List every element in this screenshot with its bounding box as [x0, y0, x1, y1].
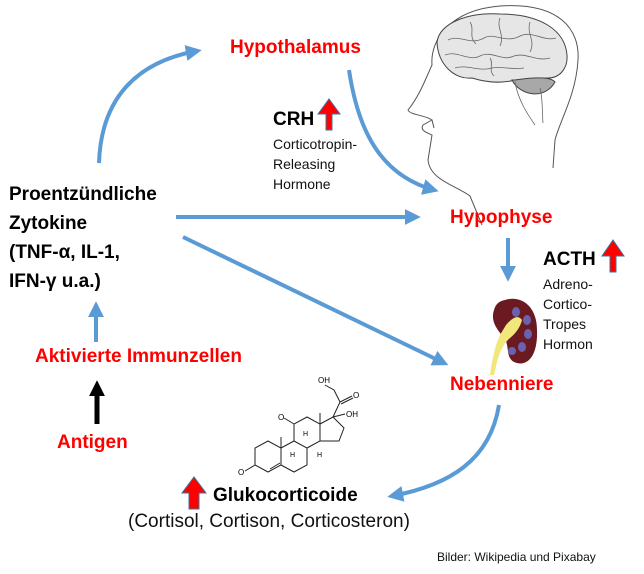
node-antigen: Antigen	[57, 432, 128, 453]
glukocorticoide-examples: (Cortisol, Cortison, Corticosteron)	[128, 511, 410, 532]
node-aktivierte-immunzellen: Aktivierte Immunzellen	[35, 346, 242, 367]
cytokines-line-1: Proentzündliche	[9, 184, 157, 205]
crh-line-1: Corticotropin-	[273, 136, 358, 152]
acth-line-4: Hormon	[543, 336, 593, 352]
acth-up-arrow-icon	[601, 239, 625, 273]
image-credit: Bilder: Wikipedia und Pixabay	[437, 550, 596, 564]
arrow-hypothalamus-to-hypophyse	[347, 69, 439, 195]
cytokines-line-3: (TNF-α, IL-1,	[9, 242, 120, 263]
node-hypophyse: Hypophyse	[450, 207, 553, 228]
crh-abbr: CRH	[273, 109, 315, 130]
crh-up-arrow-icon	[317, 98, 341, 131]
acth-line-3: Tropes	[543, 316, 587, 332]
crh-description: Corticotropin- Releasing Hormone	[273, 134, 357, 194]
brain-icon	[436, 13, 568, 126]
molecule-o-left: O	[238, 468, 245, 477]
acth-abbr: ACTH	[543, 249, 596, 270]
cytokines-line-4: IFN-γ u.a.)	[9, 271, 101, 292]
node-hypothalamus: Hypothalamus	[230, 37, 361, 58]
molecule-h1: H	[290, 452, 296, 459]
crh-line-3: Hormone	[273, 176, 331, 192]
molecule-o-mid: O	[278, 413, 285, 422]
molecule-h2: H	[303, 431, 309, 438]
arrow-cytokines-to-nebenniere	[182, 235, 449, 366]
molecule-o-right: O	[353, 391, 360, 400]
cytokines-line-2: Zytokine	[9, 213, 88, 234]
node-nebenniere: Nebenniere	[450, 374, 554, 395]
kidney-icon	[490, 298, 538, 375]
acth-description: Adreno- Cortico- Tropes Hormon	[543, 274, 593, 354]
glukocorticoide-up-arrow-icon	[181, 476, 207, 510]
arrow-nebenniere-to-glukocorticoide	[387, 404, 501, 502]
glukocorticoide-title: Glukocorticoide	[213, 485, 358, 506]
cytokines-label: Proentzündliche Zytokine (TNF-α, IL-1, I…	[9, 180, 157, 296]
molecule-oh-top: OH	[318, 376, 330, 385]
acth-line-2: Cortico-	[543, 296, 593, 312]
molecule-h3: H	[317, 452, 323, 459]
molecule-oh-right: OH	[346, 410, 358, 419]
arrow-cytokines-to-hypothalamus	[97, 45, 202, 164]
acth-line-1: Adreno-	[543, 276, 593, 292]
crh-line-2: Releasing	[273, 156, 336, 172]
